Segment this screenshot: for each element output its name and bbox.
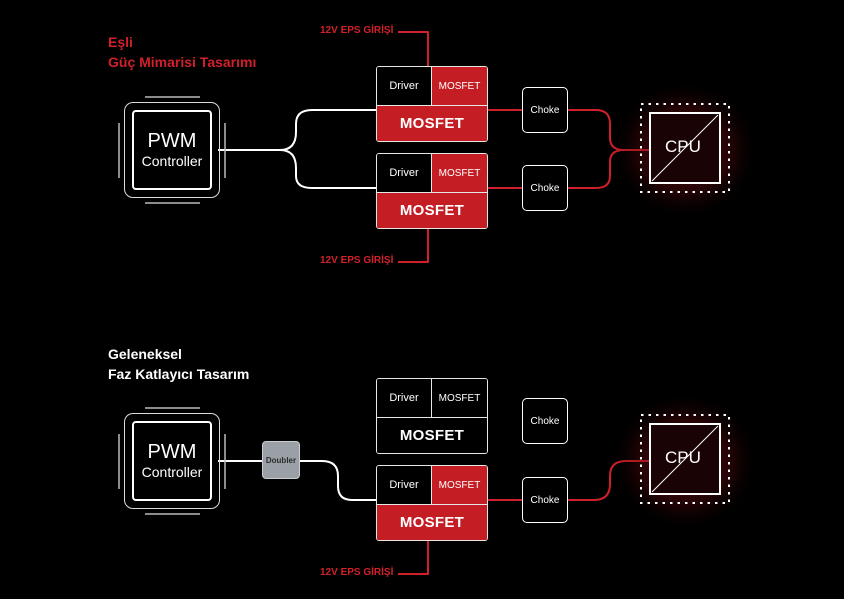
cpu-chip-bottom (610, 391, 760, 531)
pwm-pins-bottom (118, 407, 226, 515)
eps-label-bottom: 12V EPS GİRİŞİ (320, 567, 394, 578)
wire-top-pwm-split (218, 109, 376, 151)
pwm-controller-bottom-core: PWM Controller (132, 421, 212, 501)
wire-bottom-doubler-phase (300, 460, 376, 501)
bottom-title-line1: Geleneksel (108, 346, 182, 362)
pwm-top-line1: PWM (147, 130, 197, 152)
wire-bottom-eps (398, 540, 429, 575)
bottom-title: Geleneksel Faz Katlayıcı Tasarım (108, 344, 249, 384)
power-stage-bottom-inactive: Driver MOSFET MOSFET (376, 378, 488, 454)
pwm-bottom-line1: PWM (147, 441, 197, 463)
power-stage-top-1: Driver MOSFET MOSFET (376, 66, 488, 142)
mosfet-small-cell: MOSFET (432, 379, 487, 417)
choke-bottom-inactive: Choke (522, 398, 568, 444)
mosfet-small-cell: MOSFET (432, 466, 487, 504)
pwm-top-line2: Controller (141, 153, 203, 169)
pwm-controller-bottom: PWM Controller (124, 413, 220, 509)
driver-cell: Driver (377, 67, 432, 105)
power-stage-bottom-active: Driver MOSFET MOSFET (376, 465, 488, 541)
cpu-label-top: CPU (665, 137, 701, 156)
mosfet-big-cell: MOSFET (377, 105, 487, 141)
wire-top-eps-lower (398, 228, 429, 263)
mosfet-big-cell: MOSFET (377, 504, 487, 540)
cpu-chip-top (610, 80, 760, 220)
power-stage-top-2: Driver MOSFET MOSFET (376, 153, 488, 229)
eps-label-top-lower: 12V EPS GİRİŞİ (320, 255, 394, 266)
driver-cell: Driver (377, 466, 432, 504)
choke-top-1: Choke (522, 87, 568, 133)
mosfet-big-cell: MOSFET (377, 417, 487, 453)
bottom-title-line2: Faz Katlayıcı Tasarım (108, 366, 250, 382)
top-title-line2: Güç Mimarisi Tasarımı (108, 54, 257, 70)
driver-cell: Driver (377, 154, 432, 192)
top-title-line1: Eşli (108, 34, 133, 50)
cpu-label-bottom: CPU (665, 448, 701, 467)
choke-bottom-active: Choke (522, 477, 568, 523)
choke-top-2: Choke (522, 165, 568, 211)
pwm-controller-top: PWM Controller (124, 102, 220, 198)
doubler-chip: Doubler (262, 441, 300, 479)
eps-label-top-upper: 12V EPS GİRİŞİ (320, 25, 394, 36)
pwm-controller-top-core: PWM Controller (132, 110, 212, 190)
top-title: Eşli Güç Mimarisi Tasarımı (108, 32, 256, 72)
pwm-bottom-line2: Controller (141, 464, 203, 480)
mosfet-small-cell: MOSFET (432, 67, 487, 105)
pwm-pins-top (118, 96, 226, 204)
mosfet-small-cell: MOSFET (432, 154, 487, 192)
wire-top-pwm-split-lower (279, 149, 376, 189)
mosfet-big-cell: MOSFET (377, 192, 487, 228)
driver-cell: Driver (377, 379, 432, 417)
wire-top-eps-upper (398, 31, 429, 66)
